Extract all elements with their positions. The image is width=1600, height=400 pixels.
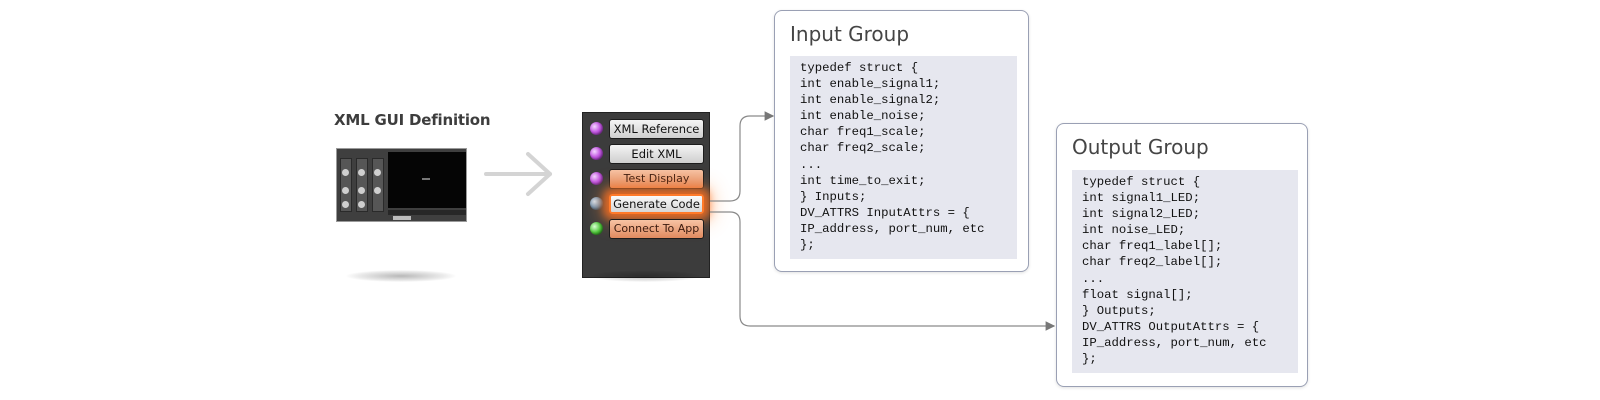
purple-led-icon <box>590 172 603 185</box>
input-group-card: Input Group typedef struct { int enable_… <box>774 10 1029 272</box>
green-led-icon <box>590 222 603 235</box>
generate-code-button[interactable]: Generate Code <box>609 194 704 214</box>
purple-led-icon <box>590 147 603 160</box>
panel-row-edit-xml: Edit XML <box>583 143 711 168</box>
panel-row-xml-reference: XML Reference <box>583 118 711 143</box>
thumb-button <box>393 216 411 220</box>
thumb-display-screen <box>388 152 466 208</box>
edit-xml-button[interactable]: Edit XML <box>609 144 704 164</box>
panel-row-generate-code: Generate Code <box>583 193 711 218</box>
blue-led-icon <box>590 197 603 210</box>
connect-to-app-button[interactable]: Connect To App <box>609 219 704 239</box>
xml-gui-title: XML GUI Definition <box>334 111 491 129</box>
output-group-code: typedef struct { int signal1_LED; int si… <box>1072 170 1298 373</box>
purple-led-icon <box>590 122 603 135</box>
output-group-title: Output Group <box>1072 135 1209 159</box>
flow-arrow-icon <box>484 152 552 196</box>
output-group-card: Output Group typedef struct { int signal… <box>1056 123 1308 387</box>
control-panel: XML Reference Edit XML Test Display Gene… <box>582 112 710 278</box>
connector-to-input-group <box>710 111 775 202</box>
panel-shadow <box>590 270 700 282</box>
thumb-slider-column <box>340 158 352 212</box>
xml-gui-thumbnail <box>336 148 467 222</box>
test-display-button[interactable]: Test Display <box>609 169 704 189</box>
input-group-title: Input Group <box>790 22 910 46</box>
panel-row-connect-to-app: Connect To App <box>583 218 711 243</box>
thumbnail-shadow <box>346 270 456 282</box>
thumb-status-bar <box>388 210 466 215</box>
connector-to-output-group <box>710 211 1056 331</box>
panel-row-test-display: Test Display <box>583 168 711 193</box>
thumb-slider-column <box>372 158 384 212</box>
xml-reference-button[interactable]: XML Reference <box>609 119 704 139</box>
input-group-code: typedef struct { int enable_signal1; int… <box>790 56 1017 259</box>
thumb-slider-column <box>356 158 368 212</box>
